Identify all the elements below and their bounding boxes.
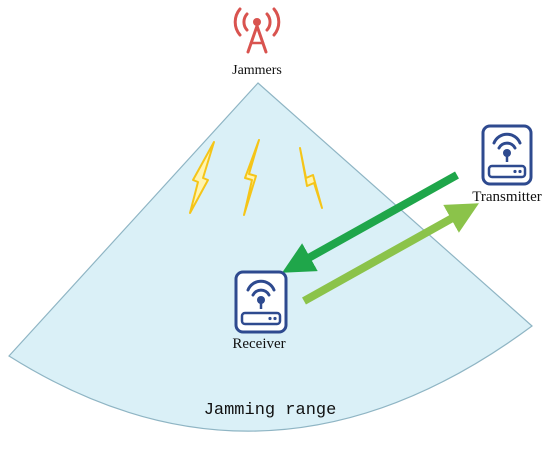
jammers-label: Jammers [232, 63, 282, 78]
signal-arrow-transmitter-to-receiver [282, 171, 459, 273]
lightning-bolt-icon [243, 139, 260, 216]
receiver-router-icon [234, 270, 288, 334]
transmitter-label: Transmitter [472, 189, 542, 205]
receiver-label: Receiver [232, 336, 286, 352]
lightning-bolt-icon [299, 147, 323, 209]
signal-arrow-receiver-to-transmitter [302, 203, 479, 305]
transmitter-router-icon [481, 124, 533, 186]
jamming-range-label: Jamming range [203, 401, 337, 420]
lightning-bolt-icon [189, 141, 215, 214]
jamming-range-sector [8, 82, 533, 432]
radio-tower-icon [233, 7, 281, 54]
